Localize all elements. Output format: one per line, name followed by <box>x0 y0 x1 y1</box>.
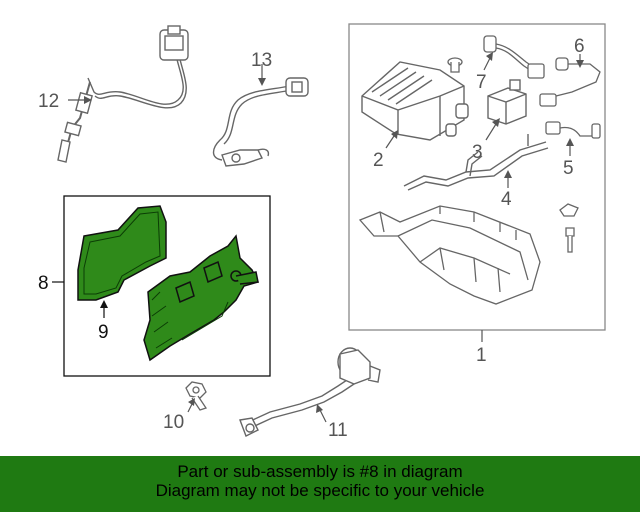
banner-line-1: Part or sub-assembly is #8 in diagram <box>177 462 463 481</box>
banner-line-2: Diagram may not be specific to your vehi… <box>155 481 485 500</box>
arrow-2 <box>391 130 398 139</box>
callout-10[interactable]: 10 <box>163 412 184 433</box>
oxygen-sensor-12[interactable] <box>57 25 189 163</box>
leader-11 <box>319 409 327 423</box>
clip-fastener[interactable] <box>447 57 463 73</box>
arrow-11 <box>316 404 323 413</box>
callout-11[interactable]: 11 <box>328 420 348 441</box>
purge-valve-3[interactable] <box>487 79 527 125</box>
callout-8[interactable]: 8 <box>38 273 49 294</box>
canister-tray[interactable] <box>358 205 541 305</box>
control-module-8[interactable] <box>143 234 260 362</box>
callout-1[interactable]: 1 <box>476 345 487 366</box>
vapor-canister-2[interactable] <box>361 61 469 141</box>
callout-13[interactable]: 13 <box>251 50 272 71</box>
tray-bolt[interactable] <box>559 203 579 253</box>
callout-5[interactable]: 5 <box>563 158 574 179</box>
callout-7[interactable]: 7 <box>476 72 487 93</box>
callout-4[interactable]: 4 <box>501 189 512 210</box>
arrow-10 <box>188 398 195 406</box>
callout-9[interactable]: 9 <box>98 322 109 343</box>
oxygen-sensor-13[interactable] <box>212 77 309 167</box>
arrow-4 <box>504 170 512 178</box>
leader-2 <box>385 135 395 149</box>
module-cover-9[interactable] <box>77 205 167 301</box>
arrow-6 <box>576 60 584 68</box>
arrow-12 <box>84 96 92 104</box>
callout-12[interactable]: 12 <box>38 91 59 112</box>
leader-3 <box>485 123 497 141</box>
evap-group-frame <box>348 23 606 331</box>
bolt-10[interactable] <box>185 381 208 411</box>
notice-banner: Part or sub-assembly is #8 in diagram Di… <box>0 456 640 512</box>
sensor-harness-7[interactable] <box>483 35 545 79</box>
arrow-5 <box>566 138 574 146</box>
arrow-9 <box>100 300 108 308</box>
callout-2[interactable]: 2 <box>373 150 384 171</box>
control-module-frame <box>63 195 271 377</box>
leader-7 <box>483 57 491 71</box>
vent-hose-11[interactable] <box>239 347 381 437</box>
sensor-harness-6[interactable] <box>539 57 601 107</box>
vapor-hose-4[interactable] <box>403 134 549 191</box>
sensor-harness-5[interactable] <box>545 121 601 139</box>
callout-6[interactable]: 6 <box>574 36 585 57</box>
arrow-7 <box>486 52 493 61</box>
arrow-13 <box>258 78 266 86</box>
arrow-3 <box>492 118 500 127</box>
leader-10 <box>187 403 193 413</box>
parts-diagram: 12 13 1 2 3 <box>38 23 606 441</box>
